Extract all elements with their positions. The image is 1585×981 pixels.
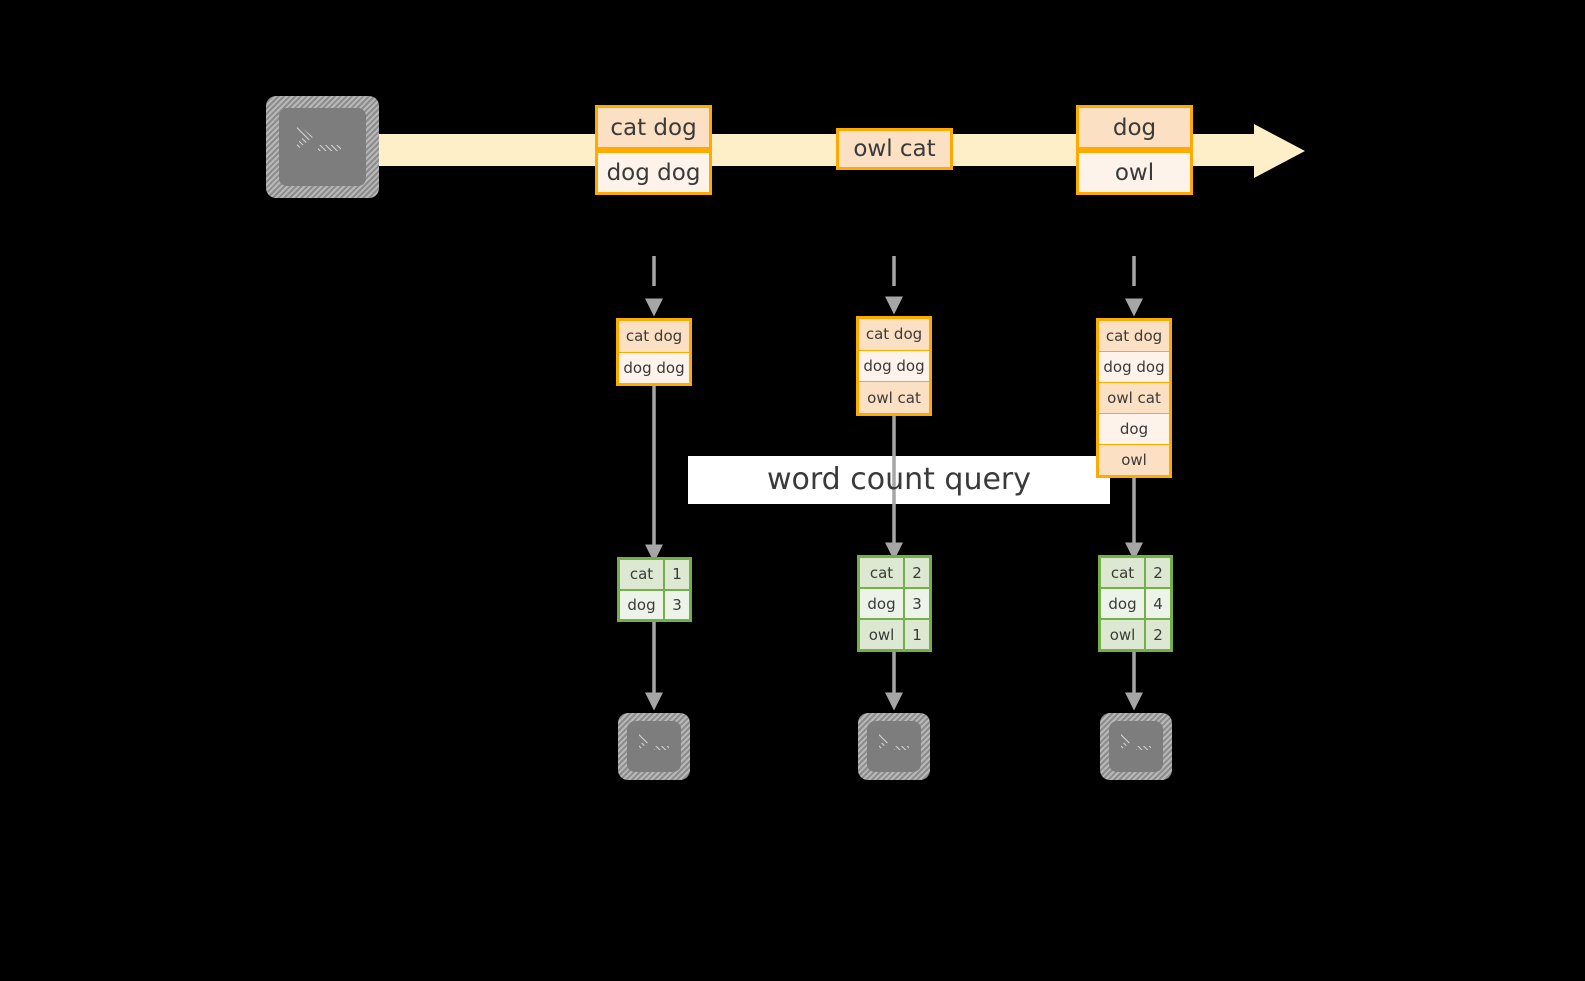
terminal-prompt-glyph xyxy=(297,124,341,151)
result-word: dog xyxy=(860,589,905,618)
result-word: cat xyxy=(860,558,905,587)
result-word: owl xyxy=(860,620,905,649)
result-word: dog xyxy=(620,590,665,619)
snapshot-2-consumer-terminal-icon xyxy=(858,713,930,780)
table-row: owl 1 xyxy=(860,620,929,649)
state-row: cat dog xyxy=(1099,321,1169,352)
result-count: 2 xyxy=(1146,620,1170,649)
terminal-prompt-glyph xyxy=(1121,732,1151,750)
table-row: owl 2 xyxy=(1101,620,1170,649)
stream-message-3-line-2: owl xyxy=(1076,150,1193,195)
result-count: 4 xyxy=(1146,589,1170,618)
state-row: dog dog xyxy=(1099,352,1169,383)
result-count: 1 xyxy=(905,620,929,649)
table-row: dog 4 xyxy=(1101,589,1170,620)
snapshot-1-consumer-terminal-icon xyxy=(618,713,690,780)
snapshot-3-state-stack: cat dog dog dog owl cat dog owl xyxy=(1096,318,1172,478)
state-row: cat dog xyxy=(859,319,929,351)
result-word: cat xyxy=(1101,558,1146,587)
result-count: 2 xyxy=(1146,558,1170,587)
snapshot-1-state-stack: cat dog dog dog xyxy=(616,318,692,386)
stream-message-3-line-1: dog xyxy=(1076,105,1193,150)
result-word: owl xyxy=(1101,620,1146,649)
table-row: cat 2 xyxy=(860,558,929,589)
table-row: cat 1 xyxy=(620,560,689,591)
result-count: 2 xyxy=(905,558,929,587)
result-word: dog xyxy=(1101,589,1146,618)
query-label: word count query xyxy=(766,462,1032,497)
state-row: owl cat xyxy=(1099,383,1169,414)
state-row: dog dog xyxy=(859,350,929,383)
state-row: dog dog xyxy=(619,352,689,383)
producer-terminal-icon xyxy=(266,96,379,198)
result-word: cat xyxy=(620,560,665,589)
state-row: owl cat xyxy=(859,382,929,414)
result-count: 3 xyxy=(905,589,929,618)
terminal-prompt-glyph xyxy=(879,732,909,750)
state-row: cat dog xyxy=(619,321,689,353)
snapshot-3-result-table: cat 2 dog 4 owl 2 xyxy=(1098,555,1173,652)
table-row: dog 3 xyxy=(620,590,689,619)
stream-message-1-line-1: cat dog xyxy=(595,105,712,150)
snapshot-2-result-table: cat 2 dog 3 owl 1 xyxy=(857,555,932,652)
query-label-band xyxy=(688,456,1110,504)
snapshot-2-state-stack: cat dog dog dog owl cat xyxy=(856,316,932,416)
table-row: cat 2 xyxy=(1101,558,1170,589)
result-count: 1 xyxy=(665,560,689,589)
state-row: dog xyxy=(1099,414,1169,445)
terminal-prompt-glyph xyxy=(639,732,669,750)
snapshot-1-result-table: cat 1 dog 3 xyxy=(617,557,692,622)
table-row: dog 3 xyxy=(860,589,929,620)
snapshot-3-consumer-terminal-icon xyxy=(1100,713,1172,780)
stream-message-2-line-1: owl cat xyxy=(836,128,953,170)
result-count: 3 xyxy=(665,590,689,619)
stream-message-1-line-2: dog dog xyxy=(595,150,712,195)
state-row: owl xyxy=(1099,445,1169,475)
